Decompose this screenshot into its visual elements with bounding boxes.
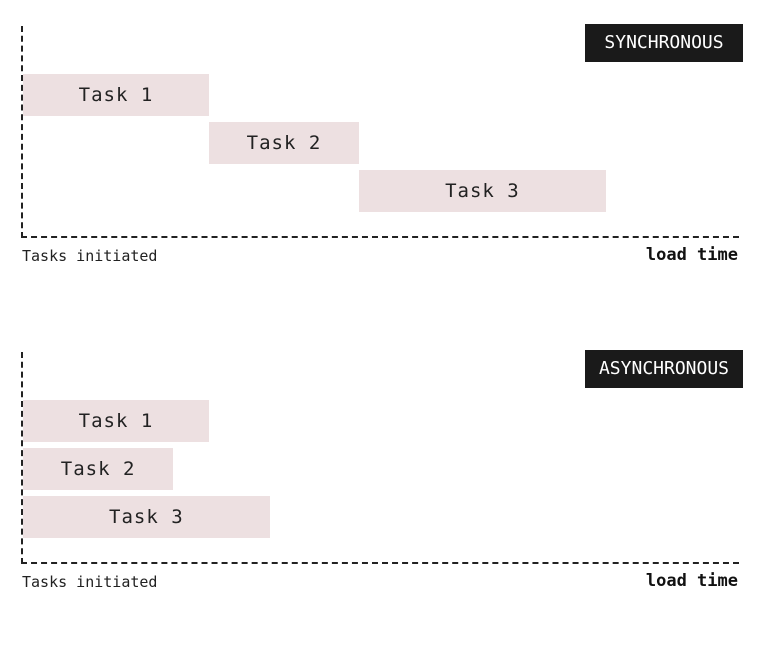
task-bar: Task 1 (23, 74, 209, 116)
horizontal-axis (21, 236, 739, 238)
task-bar: Task 3 (359, 170, 606, 212)
asynchronous-diagram: ASYNCHRONOUS Task 1 Task 2 Task 3 Tasks … (0, 326, 772, 596)
mode-badge: SYNCHRONOUS (585, 24, 743, 62)
start-label: Tasks initiated (22, 573, 158, 591)
task-bar: Task 2 (23, 448, 174, 490)
end-label: load time (645, 571, 738, 591)
task-bar: Task 1 (23, 400, 209, 442)
synchronous-diagram: SYNCHRONOUS Task 1 Task 2 Task 3 Tasks i… (0, 0, 772, 270)
task-bar: Task 2 (208, 122, 360, 164)
vertical-axis (21, 26, 23, 238)
mode-badge: ASYNCHRONOUS (585, 350, 743, 388)
end-label: load time (645, 245, 738, 265)
vertical-axis (21, 352, 23, 564)
horizontal-axis (21, 562, 739, 564)
task-bar: Task 3 (23, 496, 270, 538)
start-label: Tasks initiated (22, 247, 158, 265)
